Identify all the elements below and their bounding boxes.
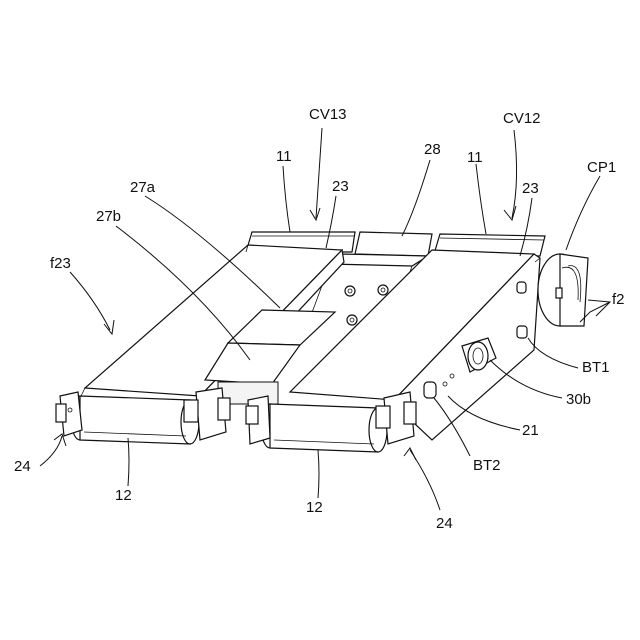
label-11-right: 11 — [467, 149, 483, 166]
label-24-left: 24 — [14, 458, 31, 475]
label-cv13: CV13 — [309, 106, 347, 123]
label-f2: f2 — [612, 291, 625, 308]
front-roller-left — [71, 396, 199, 444]
label-11-left: 11 — [276, 148, 292, 165]
label-f23: f23 — [50, 255, 71, 272]
end-bracket-24-left-a — [56, 392, 82, 436]
front-roller-right — [261, 404, 387, 452]
label-23-left: 23 — [332, 178, 349, 195]
label-12-left: 12 — [115, 487, 132, 504]
label-28: 28 — [424, 141, 441, 158]
label-cp1: CP1 — [587, 159, 616, 176]
drive-motor-cp1 — [538, 254, 588, 326]
label-bt2: BT2 — [473, 457, 501, 474]
end-bracket-24-right-a — [246, 396, 270, 444]
label-21: 21 — [522, 422, 539, 439]
label-bt1: BT1 — [582, 359, 610, 376]
label-cv12: CV12 — [503, 110, 541, 127]
label-30b: 30b — [566, 391, 591, 408]
label-24-right: 24 — [436, 515, 453, 532]
label-12-right: 12 — [306, 499, 323, 516]
label-27b: 27b — [96, 208, 121, 225]
label-23-right: 23 — [522, 180, 539, 197]
label-27a: 27a — [130, 179, 156, 196]
